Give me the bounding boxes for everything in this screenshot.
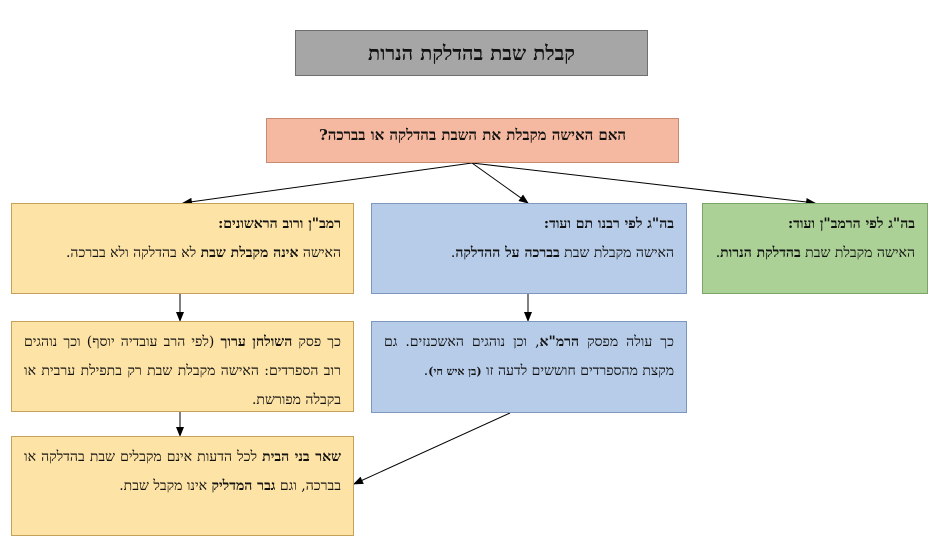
- opinion-text: .: [450, 245, 456, 261]
- conclusion-bold: שאר בני הבית: [262, 449, 341, 465]
- conclusion-text: לכל הדעות אינם מקבלים שבת בהדלקה או בברכ…: [24, 449, 341, 494]
- ruling-bold: השולחן ערוך: [220, 334, 293, 350]
- arrow-middle2-to-bottom: [353, 412, 511, 485]
- arrow-question-to-middle: [471, 162, 529, 204]
- ruling-text: כך פסק: [292, 334, 341, 350]
- ruling-text: .: [423, 363, 429, 379]
- arrow-question-to-left: [182, 162, 473, 206]
- ruling-box-shulchan-aruch: כך פסק השולחן ערוך (לפי הרב עובדיה יוסף)…: [11, 321, 354, 412]
- opinion-text: לא בהדלקה ולא בברכה.: [65, 245, 201, 261]
- ruling-text: (לפי הרב עובדיה יוסף) וכך נוהגים רוב הספ…: [24, 334, 341, 408]
- opinion-text: האישה מקבלת שבת: [800, 245, 915, 261]
- ruling-source: (בן איש חי): [428, 365, 482, 378]
- opinion-header: בה"ג לפי רבנו תם ועוד:: [543, 216, 674, 232]
- opinion-bold: בהדלקת הנרות: [720, 245, 801, 261]
- opinion-text: האישה מקבלת שבת: [559, 245, 674, 261]
- arrow-question-to-right: [471, 162, 816, 206]
- conclusion-box: שאר בני הבית לכל הדעות אינם מקבלים שבת ב…: [11, 436, 354, 536]
- opinion-text: האישה: [298, 245, 341, 261]
- ruling-text: כך עולה מפסק: [579, 334, 674, 350]
- opinion-text: .: [715, 245, 721, 261]
- ruling-bold: הרמ"א: [539, 334, 580, 350]
- opinion-header: בה"ג לפי הרמב"ן ועוד:: [788, 216, 915, 232]
- opinion-box-bahag-ramban: בה"ג לפי הרמב"ן ועוד: האישה מקבלת שבת בה…: [702, 203, 928, 294]
- opinion-bold: אינה מקבלת שבת: [200, 245, 299, 261]
- question-box: האם האישה מקבלת את השבת בהדלקה או בברכה?: [266, 118, 679, 163]
- conclusion-text: אינו מקבל שבת.: [119, 478, 212, 494]
- ruling-box-rama: כך עולה מפסק הרמ"א, וכן נוהגים האשכנזים.…: [371, 321, 687, 413]
- conclusion-bold: גבר המדליק: [211, 478, 276, 494]
- opinion-header: רמב"ן ורוב הראשונים:: [218, 216, 341, 232]
- opinion-box-ramban-rishonim: רמב"ן ורוב הראשונים: האישה אינה מקבלת שב…: [11, 203, 354, 294]
- ruling-text: , וכן נוהגים האשכנזים. גם מקצת מהספרדים …: [384, 334, 674, 379]
- opinion-bold: בברכה על ההדלקה: [455, 245, 560, 261]
- opinion-box-bahag-rabbeinu-tam: בה"ג לפי רבנו תם ועוד: האישה מקבלת שבת ב…: [371, 203, 687, 294]
- page-title: קבלת שבת בהדלקת הנרות: [295, 30, 648, 76]
